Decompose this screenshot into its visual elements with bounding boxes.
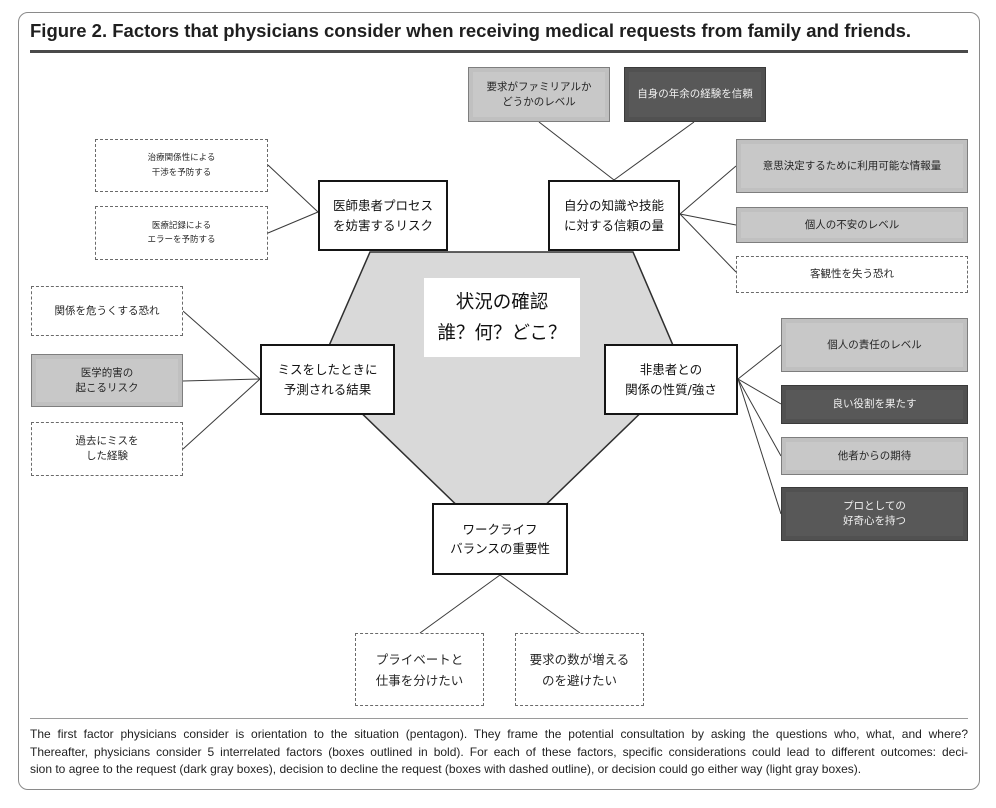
outcome-label-line: した経験 xyxy=(86,450,128,462)
factor-label-line: 予測される結果 xyxy=(283,381,372,397)
outcome-box-available-information: 意思決定するために利用可能な情報量 xyxy=(736,139,968,193)
factor-label-line: 非患者との xyxy=(639,362,703,377)
factor-label-line: に対する信頼の量 xyxy=(563,217,664,233)
orientation-label-line: 状況の確認 xyxy=(455,291,549,313)
connector-relationship-role xyxy=(737,378,782,405)
connector-relationship-responsibility xyxy=(737,344,782,380)
outcome-label-line: 干渉を予防する xyxy=(151,167,212,178)
outcome-label-line: 関係を危うくする恐れ xyxy=(54,304,160,317)
outcome-label-line: 好奇心を持つ xyxy=(843,515,906,527)
outcome-box-separate-private-work: プライベートと 仕事を分けたい xyxy=(355,633,484,706)
outcome-box-professional-curiosity: プロとしての 好奇心を持つ xyxy=(781,487,968,541)
connector-knowledge-information xyxy=(679,165,737,215)
outcome-label-line: 起こるリスク xyxy=(75,381,139,394)
outcome-box-prevent-treatment-interference: 治療関係性による 干渉を予防する xyxy=(95,139,268,192)
outcome-box-relationship-jeopardy: 関係を危うくする恐れ xyxy=(31,286,183,336)
connector-relationship-expectations xyxy=(737,378,782,457)
connector-process-treatment xyxy=(267,164,319,213)
outcome-label-line: 過去にミスを xyxy=(75,435,139,447)
factor-label-line: ワークライフ xyxy=(462,521,538,537)
factor-label-line: ミスをしたときに xyxy=(277,362,378,377)
outcome-label-line: プロとしての xyxy=(843,500,906,512)
outcome-box-others-expectations: 他者からの期待 xyxy=(781,437,968,475)
outcome-box-prevent-record-errors: 医療記録による エラーを予防する xyxy=(95,206,268,260)
outcome-label-line: プライベートと xyxy=(375,651,464,667)
outcome-label-line: 個人の責任のレベル xyxy=(827,338,922,351)
outcome-box-loss-of-objectivity: 客観性を失う恐れ xyxy=(736,256,968,293)
factor-label-line: バランスの重要性 xyxy=(450,541,550,556)
outcome-label-line: 自身の年余の経験を信頼 xyxy=(637,88,753,100)
outcome-box-trust-experience: 自身の年余の経験を信頼 xyxy=(624,67,766,122)
outcome-label-line: 客観性を失う恐れ xyxy=(810,268,894,280)
factor-box-nonpatient-relationship: 非患者との 関係の性質/強さ xyxy=(604,344,738,415)
connector-mistake-past xyxy=(182,378,261,450)
factor-box-work-life-balance: ワークライフ バランスの重要性 xyxy=(432,503,568,575)
outcome-label-line: のを避けたい xyxy=(541,672,617,688)
orientation-box: 状況の確認 誰？何？どこ？ xyxy=(424,278,580,357)
factor-box-knowledge-confidence: 自分の知識や技能 に対する信頼の量 xyxy=(548,180,680,251)
outcome-box-personal-responsibility: 個人の責任のレベル xyxy=(781,318,968,372)
outcome-label-line: 個人の不安のレベル xyxy=(804,218,900,231)
outcome-box-personal-anxiety: 個人の不安のレベル xyxy=(736,207,968,243)
outcome-label-line: エラーを予防する xyxy=(147,235,216,245)
outcome-label-line: 要求の数が増える xyxy=(529,651,630,667)
connector-mistake-harm xyxy=(182,378,261,382)
connector-relationship-curiosity xyxy=(737,378,782,515)
factor-label-line: 自分の知識や技能 xyxy=(563,198,664,213)
outcome-box-avoid-more-requests: 要求の数が増える のを避けたい xyxy=(515,633,644,706)
outcome-label-line: 治療関係性による xyxy=(147,153,216,163)
outcome-box-medical-harm-risk: 医学的害の 起こるリスク xyxy=(31,354,183,407)
connector-lines xyxy=(182,121,782,634)
figure-frame xyxy=(18,12,980,790)
connector-knowledge-experience xyxy=(613,121,695,181)
connector-worklife-requests xyxy=(499,574,581,634)
outcome-box-familiarity-level: 要求がファミリアルか どうかのレベル xyxy=(468,67,610,122)
connector-knowledge-familiarity xyxy=(538,121,615,181)
figure-caption: The first factor physicians consider is … xyxy=(30,726,968,779)
caption-line: The first factor physicians consider is … xyxy=(30,727,968,741)
title-rule xyxy=(30,50,968,53)
caption-rule xyxy=(30,718,968,719)
figure-title: Figure 2. Factors that physicians consid… xyxy=(30,20,912,41)
outcome-label-line: 良い役割を果たす xyxy=(832,398,917,410)
outcome-label-line: 医学的害の xyxy=(80,366,134,379)
connector-worklife-private xyxy=(419,574,501,634)
outcome-box-past-mistakes: 過去にミスを した経験 xyxy=(31,422,183,476)
factor-box-process-risk: 医師患者プロセス を妨害するリスク xyxy=(318,180,448,251)
outcome-label-line: 意思決定するために利用可能な情報量 xyxy=(762,159,942,172)
factor-label-line: 関係の性質/強さ xyxy=(625,381,717,397)
caption-line: sion to agree to the request (dark gray … xyxy=(30,762,862,776)
outcome-label-line: 仕事を分けたい xyxy=(375,672,464,688)
outcome-label-line: どうかのレベル xyxy=(502,95,576,108)
outcome-label-line: 医療記録による xyxy=(151,220,212,231)
factor-box-mistake-consequence: ミスをしたときに 予測される結果 xyxy=(260,344,395,415)
outcome-label-line: 要求がファミリアルか xyxy=(486,80,592,93)
outcome-label-line: 他者からの期待 xyxy=(837,449,912,462)
connector-process-records xyxy=(267,211,319,234)
caption-line: Thereafter, physicians consider 5 interr… xyxy=(30,744,968,759)
factor-label-line: 医師患者プロセス xyxy=(332,198,433,213)
connector-knowledge-anxiety xyxy=(679,213,737,226)
connector-knowledge-objectivity xyxy=(679,213,737,273)
orientation-label-line: 誰？何？どこ？ xyxy=(437,322,567,344)
outcome-box-good-role: 良い役割を果たす xyxy=(781,385,968,424)
connector-mistake-relationship xyxy=(182,310,261,380)
factor-label-line: を妨害するリスク xyxy=(332,217,433,233)
